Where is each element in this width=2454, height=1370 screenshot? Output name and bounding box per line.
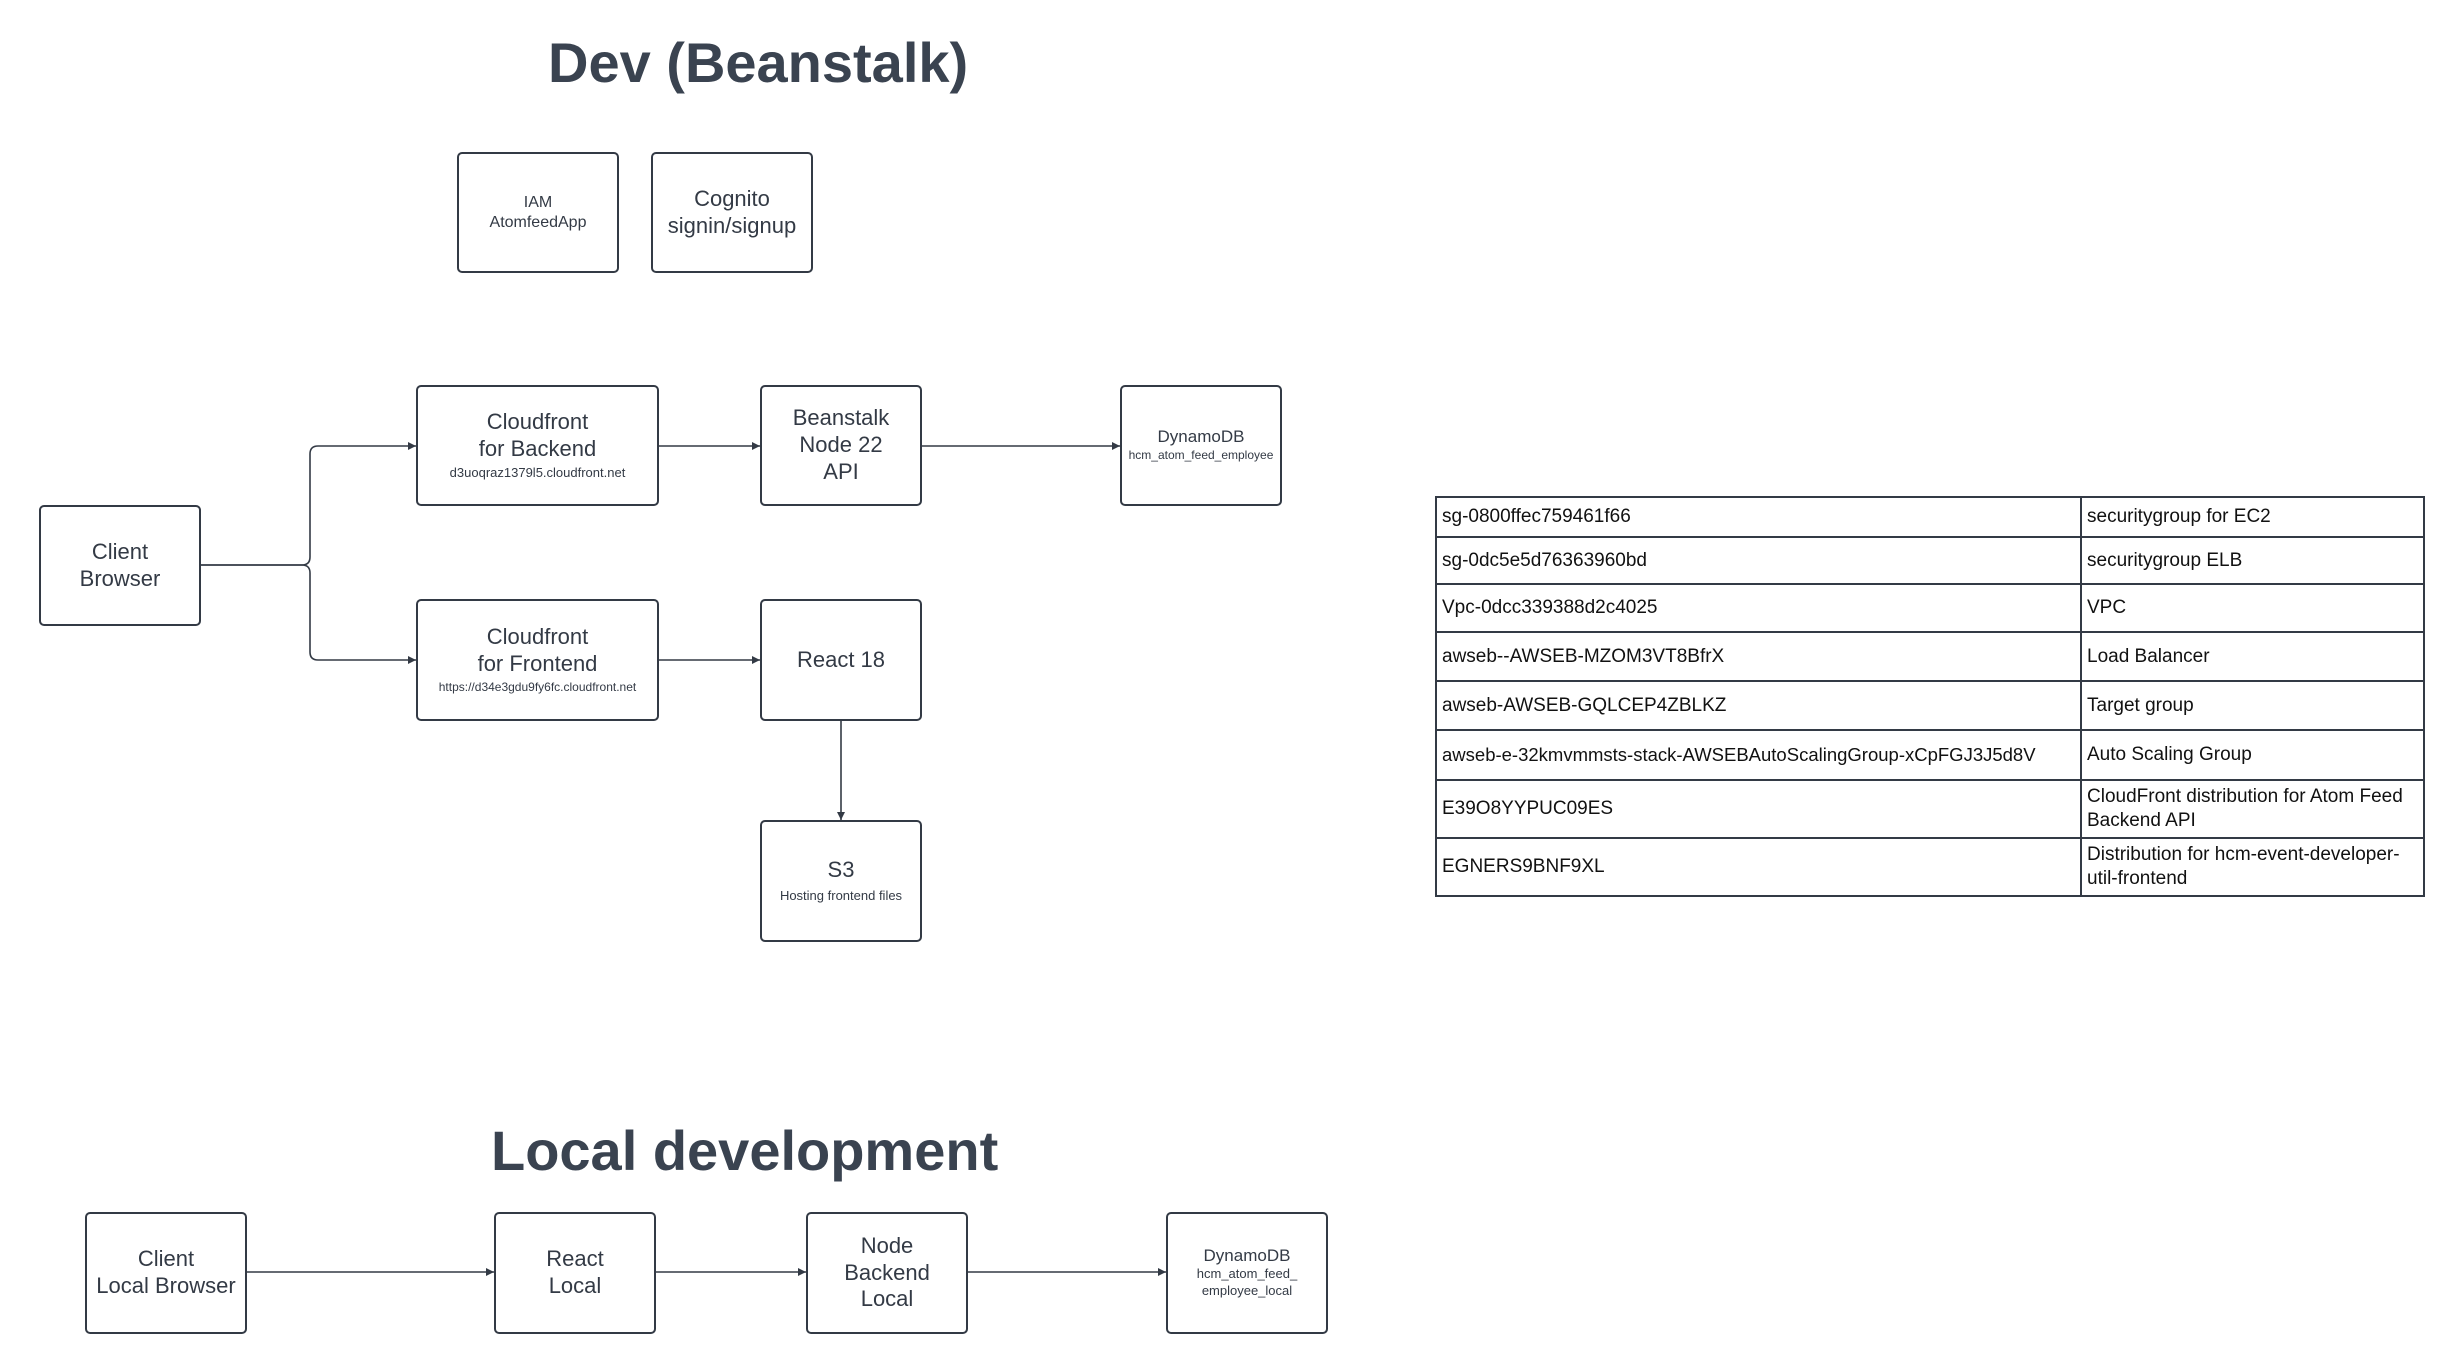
local-client-browser-label: Client Local Browser <box>96 1246 236 1298</box>
client-browser-node[interactable]: Client Browser <box>39 505 201 626</box>
table-row: sg-0dc5e5d76363960bd securitygroup ELB <box>1435 536 2425 585</box>
table-row: sg-0800ffec759461f66 securitygroup for E… <box>1435 496 2425 538</box>
node-backend-local-node[interactable]: Node Backend Local <box>806 1212 968 1334</box>
react-label: React 18 <box>796 646 886 672</box>
table-row: EGNERS9BNF9XL Distribution for hcm-event… <box>1435 836 2425 897</box>
dynamodb-local-label: DynamoDB <box>1203 1245 1291 1265</box>
cloudfront-backend-label: Cloudfront for Backend <box>478 409 597 462</box>
dev-section-title: Dev (Beanstalk) <box>548 31 969 94</box>
react-node[interactable]: React 18 <box>760 599 922 721</box>
beanstalk-label: Beanstalk Node 22 API <box>792 405 890 484</box>
s3-node[interactable]: S3 Hosting frontend files <box>760 820 922 942</box>
resource-desc-cell: Distribution for hcm-event-developer-uti… <box>2080 836 2425 897</box>
cloudfront-frontend-node[interactable]: Cloudfront for Frontend https://d34e3gdu… <box>416 599 659 721</box>
resource-id-cell: awseb-AWSEB-GQLCEP4ZBLKZ <box>1435 680 2082 731</box>
resource-id-cell: E39O8YYPUC09ES <box>1435 779 2082 839</box>
table-row: awseb--AWSEB-MZOM3VT8BfrX Load Balancer <box>1435 631 2425 682</box>
table-row: Vpc-0dcc339388d2c4025 VPC <box>1435 583 2425 633</box>
resource-desc-cell: CloudFront distribution for Atom Feed Ba… <box>2080 779 2425 839</box>
local-section-title: Local development <box>491 1119 999 1182</box>
resource-desc-cell: VPC <box>2080 583 2425 633</box>
resource-id-cell: sg-0dc5e5d76363960bd <box>1435 536 2082 585</box>
cognito-label: Cognito signin/signup <box>667 185 797 238</box>
table-row: awseb-AWSEB-GQLCEP4ZBLKZ Target group <box>1435 680 2425 731</box>
resource-id-cell: Vpc-0dcc339388d2c4025 <box>1435 583 2082 633</box>
dynamodb-node[interactable]: DynamoDB hcm_atom_feed_employee <box>1120 385 1282 506</box>
s3-label: S3 <box>827 857 855 883</box>
react-local-node[interactable]: React Local <box>494 1212 656 1334</box>
edge-client-to-cf-backend <box>200 442 416 566</box>
iam-app-name: AtomfeedApp <box>489 213 587 231</box>
node-backend-local-label: Node Backend Local <box>844 1232 930 1312</box>
dynamodb-local-node[interactable]: DynamoDB hcm_atom_feed_ employee_local <box>1166 1212 1328 1334</box>
aws-resource-table: sg-0800ffec759461f66 securitygroup for E… <box>1435 496 2425 897</box>
client-browser-label: Client Browser <box>79 538 161 591</box>
react-local-label: React Local <box>546 1246 604 1298</box>
dynamodb-table-name: hcm_atom_feed_employee <box>1128 448 1274 463</box>
iam-node[interactable]: IAM AtomfeedApp <box>457 152 619 273</box>
resource-id-cell: EGNERS9BNF9XL <box>1435 836 2082 897</box>
s3-description: Hosting frontend files <box>779 887 903 903</box>
dynamodb-label: DynamoDB <box>1157 427 1245 447</box>
resource-desc-cell: securitygroup for EC2 <box>2080 496 2425 538</box>
resource-id-cell: awseb--AWSEB-MZOM3VT8BfrX <box>1435 631 2082 682</box>
resource-desc-cell: Load Balancer <box>2080 631 2425 682</box>
local-client-browser-node[interactable]: Client Local Browser <box>85 1212 247 1334</box>
table-row: awseb-e-32kmvmmsts-stack-AWSEBAutoScalin… <box>1435 729 2425 781</box>
resource-desc-cell: Target group <box>2080 680 2425 731</box>
resource-id-cell: awseb-e-32kmvmmsts-stack-AWSEBAutoScalin… <box>1435 729 2082 781</box>
beanstalk-node[interactable]: Beanstalk Node 22 API <box>760 385 922 506</box>
cognito-node[interactable]: Cognito signin/signup <box>651 152 813 273</box>
iam-label: IAM <box>523 193 553 211</box>
cloudfront-frontend-label: Cloudfront for Frontend <box>477 624 598 677</box>
table-row: E39O8YYPUC09ES CloudFront distribution f… <box>1435 779 2425 839</box>
cloudfront-backend-domain: d3uoqraz1379l5.cloudfront.net <box>449 464 626 480</box>
dynamodb-local-table-name: hcm_atom_feed_ employee_local <box>1196 1266 1298 1299</box>
resource-desc-cell: Auto Scaling Group <box>2080 729 2425 781</box>
resource-id-cell: sg-0800ffec759461f66 <box>1435 496 2082 538</box>
cloudfront-backend-node[interactable]: Cloudfront for Backend d3uoqraz1379l5.cl… <box>416 385 659 506</box>
edge-client-to-cf-frontend <box>200 564 416 664</box>
cloudfront-frontend-url: https://d34e3gdu9fy6fc.cloudfront.net <box>438 680 637 695</box>
resource-desc-cell: securitygroup ELB <box>2080 536 2425 585</box>
